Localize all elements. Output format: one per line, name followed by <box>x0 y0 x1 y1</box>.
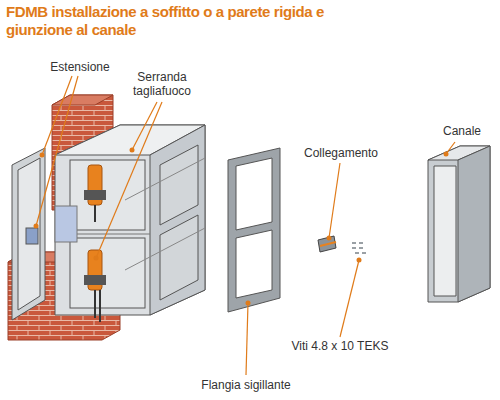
sealing-flange <box>228 148 280 312</box>
part-label: Estensione <box>35 60 125 74</box>
title: FDMB installazione a soffitto o a parete… <box>6 3 366 39</box>
part-label: Viti 4.8 x 10 TEKS <box>270 339 410 353</box>
connector-piece <box>318 236 336 252</box>
screws <box>352 242 366 254</box>
part-label: Serranda tagliafuoco <box>122 70 202 98</box>
label-text: Viti 4.8 x 10 TEKS <box>292 339 389 353</box>
duct <box>428 146 490 302</box>
leader-line <box>36 76 455 375</box>
part-label: Collegamento <box>291 146 391 160</box>
label-text: Estensione <box>50 60 109 74</box>
leader-dot <box>34 148 449 306</box>
label-text: Serranda tagliafuoco <box>133 70 191 98</box>
label-text: Collegamento <box>304 146 378 160</box>
label-text: Canale <box>443 124 481 138</box>
part-label: Flangia sigillante <box>176 378 316 392</box>
extension-frame <box>12 148 45 320</box>
label-text: Flangia sigillante <box>201 378 290 392</box>
fire-damper <box>55 125 205 315</box>
part-label: Canale <box>427 124 497 138</box>
